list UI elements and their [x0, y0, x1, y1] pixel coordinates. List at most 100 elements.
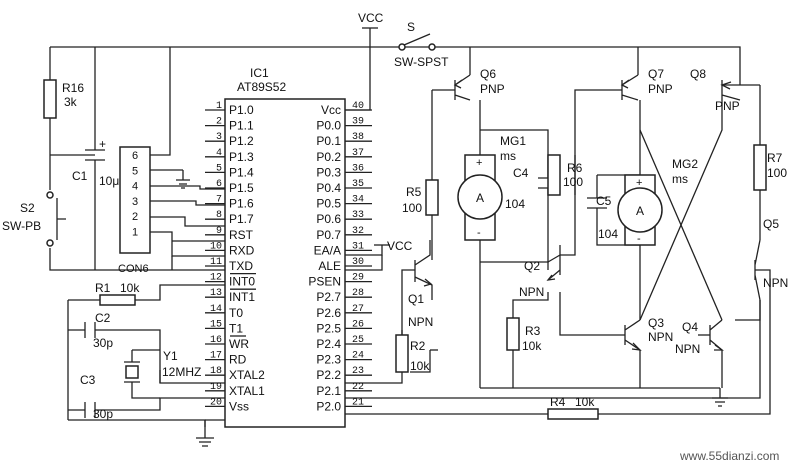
mg1-symbol: A: [476, 191, 484, 205]
ic1-pin-number: 1: [216, 101, 222, 112]
ic1-pin-number: 40: [352, 101, 364, 112]
ground-symbol-ic: [196, 419, 225, 447]
ic1-pin-label: XTAL2: [229, 368, 265, 382]
ic1-pin-number: 20: [210, 397, 222, 408]
r4-resistor: R4 10k: [547, 395, 599, 420]
ic1-ref: IC1: [250, 66, 269, 80]
ic1-pin-label: PSEN: [308, 275, 341, 289]
r1-resistor: R1 10k: [95, 281, 140, 306]
ic1-pin-number: 5: [216, 163, 222, 174]
con6-pin-number: 1: [132, 227, 138, 239]
ic1-pin-number: 28: [352, 288, 364, 299]
c1-value: 10μ: [99, 174, 119, 188]
c1-plus: +: [99, 137, 106, 151]
ic1-pin-label: INT0: [229, 275, 255, 289]
ic1-pin-number: 25: [352, 335, 364, 346]
ic1-pin-label: P0.0: [316, 119, 341, 133]
con6-pin-number: 6: [132, 150, 138, 162]
q2-type: NPN: [519, 285, 544, 299]
mg1-value: ms: [500, 149, 516, 163]
ic1-pin-30: 30 ALE: [318, 257, 372, 273]
ic1-pin-label: ALE: [318, 259, 341, 273]
ic1-pin-label: P0.3: [316, 165, 341, 179]
ic1-pin-number: 16: [210, 335, 222, 346]
c4-capacitor: C4 104: [505, 166, 558, 215]
con6-pin-number: 5: [132, 165, 138, 177]
ic1-pin-number: 7: [216, 195, 222, 206]
vcc-ea-label: VCC: [387, 239, 413, 253]
ic1-pin-number: 32: [352, 226, 364, 237]
ic1-pin-label: P2.3: [316, 353, 341, 367]
ic1-pin-label: P2.6: [316, 306, 341, 320]
vcc-ea: VCC: [374, 239, 413, 253]
ic1-pin-label: XTAL1: [229, 384, 265, 398]
ic1-pin-number: 38: [352, 132, 364, 143]
ic1-pin-label: P1.4: [229, 165, 254, 179]
q3-ref: Q3: [648, 316, 664, 330]
r1-value: 10k: [120, 281, 140, 295]
c3-ref: C3: [80, 373, 96, 387]
ic1-pin-label: P1.7: [229, 212, 254, 226]
q7-type: PNP: [648, 82, 673, 96]
ic1-pin-label: P0.6: [316, 212, 341, 226]
q1-type: NPN: [408, 315, 433, 329]
ic1-pin-label: EA/A: [314, 243, 341, 257]
r5-resistor: R5 100: [402, 179, 439, 216]
r16-resistor: R16 3k: [43, 79, 84, 119]
ic1-pin-label: RXD: [229, 243, 255, 257]
r4-ref: R4: [550, 395, 566, 409]
ic1-pin-number: 13: [210, 288, 222, 299]
c4-value: 104: [505, 197, 525, 211]
ic1-pin-number: 30: [352, 257, 364, 268]
ic1-pin-label: P2.4: [316, 337, 341, 351]
mg1-plus: +: [476, 157, 482, 169]
q6-type: PNP: [480, 82, 505, 96]
q8-transistor: Q8 PNP: [690, 67, 741, 113]
ic1-pin-label: WR: [229, 337, 249, 351]
r2-resistor: R2 10k: [395, 334, 430, 373]
ic1-part: AT89S52: [237, 80, 286, 94]
mg1-minus: -: [477, 227, 481, 239]
ic1-pin-number: 33: [352, 210, 364, 221]
ic1-pin-number: 37: [352, 148, 364, 159]
c3-value: 30p: [93, 407, 113, 421]
r16-value: 3k: [64, 95, 78, 109]
ic1-pin-number: 6: [216, 179, 222, 190]
ic1-pin-number: 22: [352, 382, 364, 393]
q5-transistor: Q5 NPN: [754, 217, 788, 301]
ic1-pin-label: P1.1: [229, 119, 254, 133]
ic1-pin-number: 19: [210, 382, 222, 393]
s-ref: S: [407, 20, 415, 34]
r1-ref: R1: [95, 281, 111, 295]
q5-type: NPN: [763, 276, 788, 290]
c5-ref: C5: [596, 194, 612, 208]
ic1-pin-label: INT1: [229, 290, 255, 304]
c1-ref: C1: [72, 169, 88, 183]
q4-transistor: Q4 NPN: [675, 319, 725, 356]
ic1-pin-label: P0.4: [316, 181, 341, 195]
mg2-motor: A + - MG2 ms: [617, 157, 698, 246]
ic1-pin-number: 29: [352, 273, 364, 284]
ground-symbol-bridge: [712, 388, 728, 407]
q3-transistor: Q3 NPN: [624, 316, 673, 351]
s-value: SW-SPST: [394, 55, 449, 69]
